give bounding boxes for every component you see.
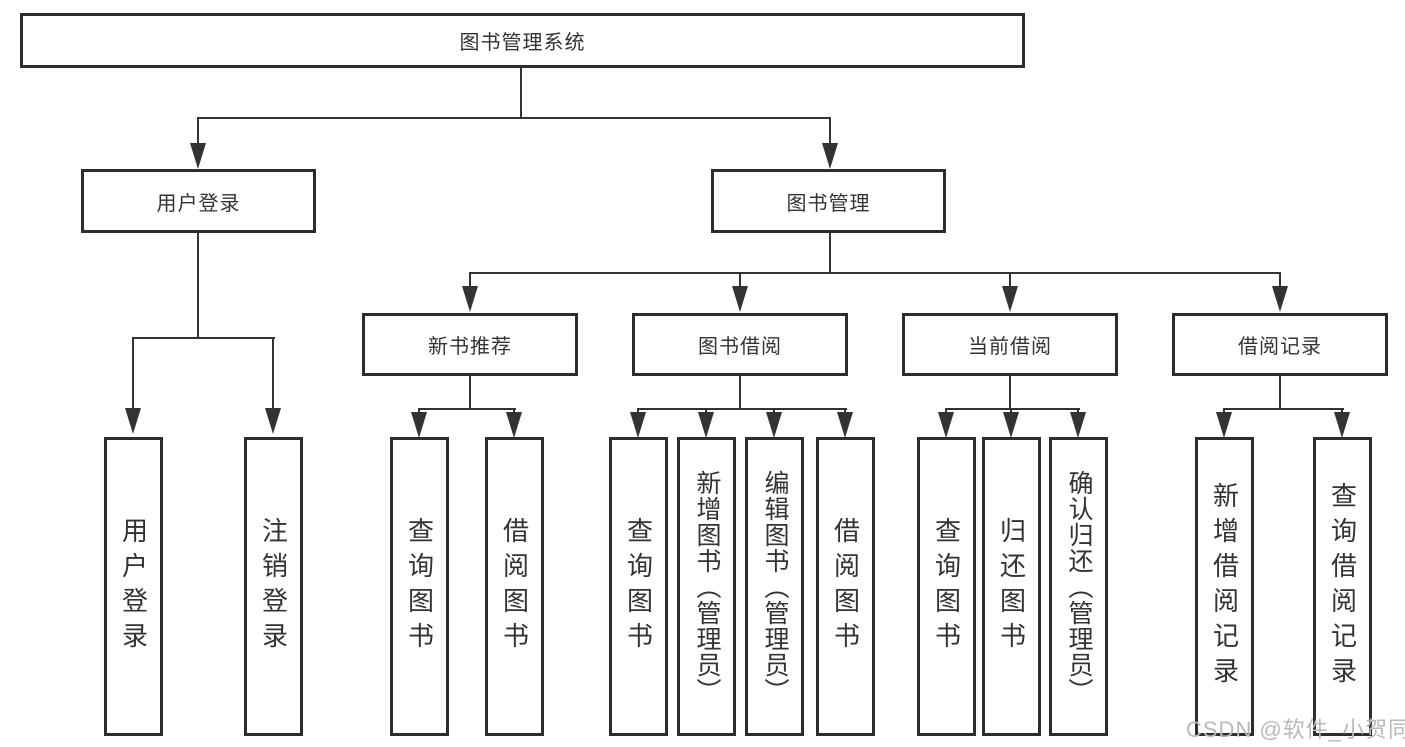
- leaf-query-book-borrow: 查询图书: [609, 437, 668, 736]
- node-label: 注销登录: [258, 516, 289, 657]
- node-label: 归还图书: [996, 516, 1027, 657]
- node-book-borrow: 图书借阅: [632, 313, 848, 376]
- arrow-down-icon: [766, 412, 782, 438]
- node-label: 查询图书: [931, 516, 962, 657]
- arrow-down-icon: [1070, 412, 1086, 438]
- arrow-down-icon: [1334, 412, 1350, 438]
- arrow-down-icon: [630, 412, 646, 438]
- node-label: 借阅图书: [499, 516, 530, 657]
- node-current-borrow: 当前借阅: [902, 313, 1118, 376]
- leaf-return-book: 归还图书: [982, 437, 1041, 736]
- connector-vline: [520, 68, 522, 117]
- connector-vline: [469, 376, 471, 408]
- arrow-down-icon: [462, 286, 478, 312]
- leaf-query-book-recommend: 查询图书: [390, 437, 449, 736]
- arrow-down-icon: [698, 412, 714, 438]
- leaf-query-book-current: 查询图书: [917, 437, 976, 736]
- node-book-management: 图书管理: [711, 169, 946, 233]
- node-label: 当前借阅: [968, 336, 1052, 358]
- connector-vline: [1009, 272, 1011, 290]
- csdn-watermark: CSDN @软件_小贺同学: [1186, 717, 1405, 742]
- connector-vline: [197, 117, 199, 147]
- node-label: 图书管理: [786, 192, 871, 215]
- node-label: 用户登录: [156, 192, 241, 215]
- node-label: 确认归还（管理员）: [1065, 469, 1093, 704]
- arrow-down-icon: [506, 412, 522, 438]
- arrow-down-icon: [125, 408, 141, 434]
- node-label: 新增借阅记录: [1209, 481, 1240, 692]
- connector-hline: [469, 272, 1281, 274]
- leaf-user-login: 用户登录: [104, 437, 163, 736]
- node-label: 图书借阅: [698, 336, 782, 358]
- node-label: 借阅记录: [1238, 336, 1322, 358]
- leaf-add-book-admin: 新增图书（管理员）: [677, 437, 736, 736]
- node-root: 图书管理系统: [20, 13, 1025, 68]
- node-label: 查询借阅记录: [1327, 481, 1358, 692]
- connector-vline: [1279, 376, 1281, 408]
- connector-hline: [945, 408, 1080, 410]
- node-label: 借阅图书: [830, 516, 861, 657]
- connector-hline: [418, 408, 516, 410]
- arrow-down-icon: [190, 143, 206, 169]
- connector-vline: [739, 272, 741, 290]
- arrow-down-icon: [732, 286, 748, 312]
- connector-vline: [1009, 376, 1011, 408]
- connector-hline: [637, 408, 847, 410]
- node-label: 图书管理系统: [459, 32, 586, 54]
- arrow-down-icon: [938, 412, 954, 438]
- arrow-down-icon: [1272, 286, 1288, 312]
- leaf-logout: 注销登录: [244, 437, 303, 736]
- connector-vline: [829, 117, 831, 147]
- node-label: 查询图书: [623, 516, 654, 657]
- arrow-down-icon: [1216, 412, 1232, 438]
- arrow-down-icon: [837, 412, 853, 438]
- arrow-down-icon: [411, 412, 427, 438]
- connector-vline: [272, 337, 274, 411]
- leaf-edit-book-admin: 编辑图书（管理员）: [745, 437, 804, 736]
- connector-vline: [132, 337, 134, 411]
- node-label: 新书推荐: [428, 336, 512, 358]
- node-label: 编辑图书（管理员）: [761, 469, 789, 704]
- arrow-down-icon: [822, 143, 838, 169]
- connector-vline: [829, 233, 831, 272]
- arrow-down-icon: [1002, 286, 1018, 312]
- leaf-confirm-return-admin: 确认归还（管理员）: [1049, 437, 1108, 736]
- connector-vline: [197, 233, 199, 337]
- leaf-add-borrow-record: 新增借阅记录: [1195, 437, 1254, 736]
- connector-hline: [132, 337, 275, 339]
- connector-vline: [1279, 272, 1281, 290]
- connector-vline: [469, 272, 471, 290]
- arrow-down-icon: [1003, 412, 1019, 438]
- node-user-login: 用户登录: [81, 169, 316, 233]
- node-borrow-record: 借阅记录: [1172, 313, 1388, 376]
- connector-hline: [197, 117, 831, 119]
- leaf-borrow-book: 借阅图书: [816, 437, 875, 736]
- leaf-borrow-book-recommend: 借阅图书: [485, 437, 544, 736]
- node-new-book-recommend: 新书推荐: [362, 313, 578, 376]
- node-label: 新增图书（管理员）: [693, 469, 721, 704]
- connector-vline: [739, 376, 741, 408]
- connector-hline: [1223, 408, 1344, 410]
- arrow-down-icon: [265, 408, 281, 434]
- node-label: 查询图书: [404, 516, 435, 657]
- leaf-query-borrow-record: 查询借阅记录: [1313, 437, 1372, 736]
- node-label: 用户登录: [118, 516, 149, 657]
